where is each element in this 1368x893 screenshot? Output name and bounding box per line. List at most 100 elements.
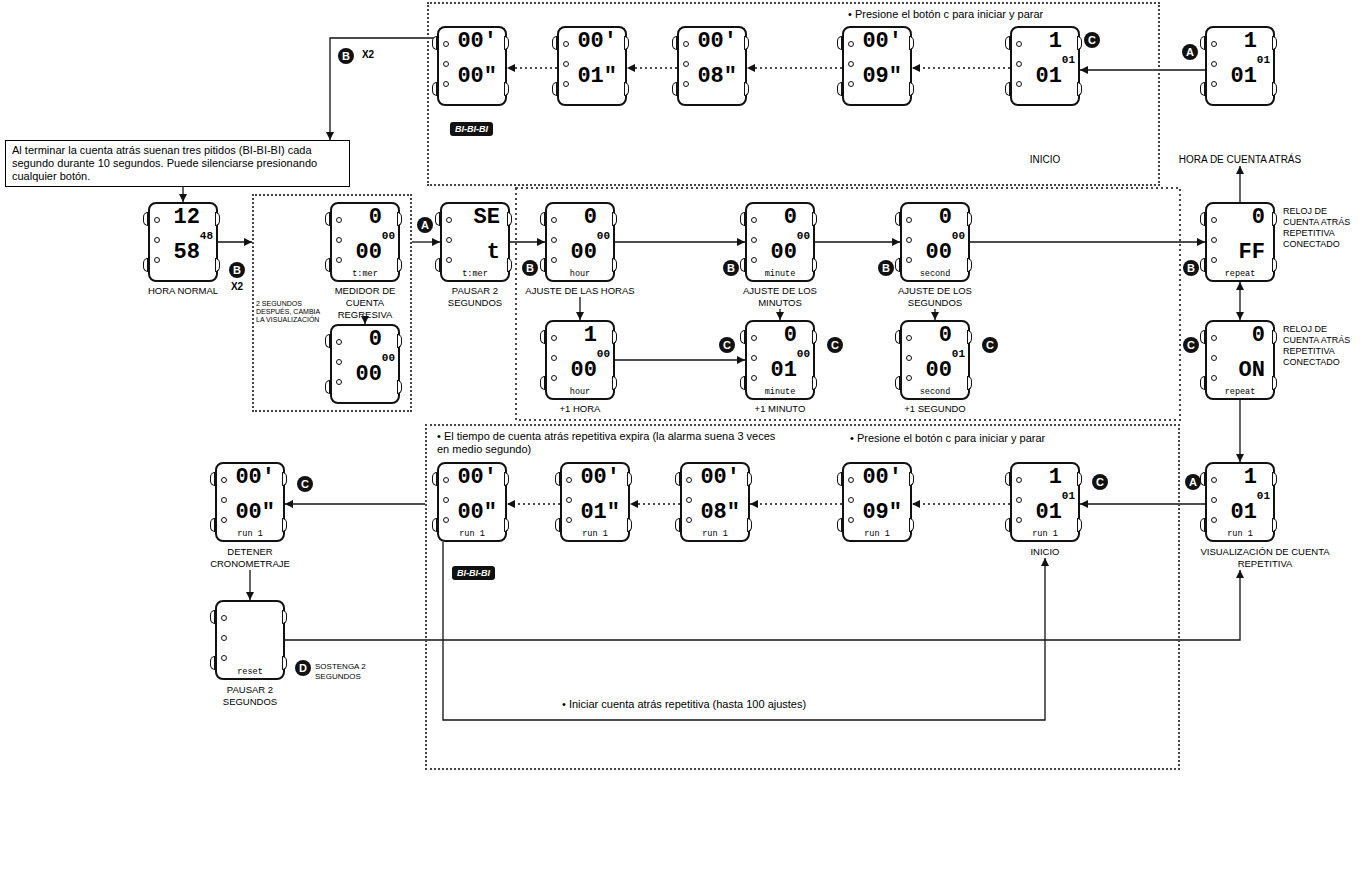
mode-icon	[337, 380, 342, 385]
mode-icon	[1017, 62, 1022, 67]
lcd-digits: 01″	[580, 501, 620, 525]
mode-icon	[564, 82, 569, 87]
lcd-digits: 1	[1049, 30, 1062, 54]
screen-caption: INICIO	[1000, 154, 1090, 166]
note-label: SOSTENGA 2 SEGUNDOS	[315, 662, 395, 682]
screen-caption: AJUSTE DE LAS HORAS	[520, 285, 640, 297]
watch-screen: 00′00″run 1	[437, 462, 507, 542]
mode-icons	[151, 214, 163, 270]
lcd-digits: 1	[1244, 30, 1257, 54]
strap-lug	[1200, 212, 1205, 226]
mode-icon	[907, 238, 912, 243]
mode-icon	[752, 238, 757, 243]
mode-icon	[337, 218, 342, 223]
strap-lug	[282, 472, 287, 486]
mode-icons	[333, 336, 345, 392]
lcd-digits: 00′	[580, 466, 620, 490]
mode-icons	[548, 214, 560, 270]
strap-lug	[540, 330, 545, 344]
strap-lug	[397, 212, 402, 226]
settings-region	[516, 188, 1180, 420]
lcd-digits: 01	[771, 359, 797, 383]
mode-icon	[337, 258, 342, 263]
mode-icons	[1013, 474, 1025, 530]
watch-screen: 10101run 1INICIO	[1010, 462, 1080, 558]
mode-icon	[907, 258, 912, 263]
lcd-digits: 00	[926, 241, 952, 265]
lcd-screen: 00000hour	[545, 202, 615, 282]
button-marker: D	[295, 660, 311, 676]
button-marker: A	[1185, 474, 1201, 490]
screen-caption: DETENER CRONOMETRAJE	[200, 546, 300, 570]
watch-screen: 00001minute+1 MINUTO	[745, 320, 815, 415]
strap-lug	[210, 472, 215, 486]
lcd-screen: 00′01″	[557, 26, 627, 106]
screen-caption: MEDIDOR DE CUENTA REGRESIVA	[325, 285, 405, 321]
strap-lug	[555, 518, 560, 532]
strap-lug	[837, 36, 842, 50]
strap-lug	[612, 376, 617, 390]
lcd-digits: 58	[174, 241, 200, 265]
button-marker: B	[522, 260, 538, 276]
button-marker: C	[1092, 474, 1108, 490]
strap-lug	[740, 376, 745, 390]
mode-icons	[1208, 214, 1220, 270]
mode-icons	[748, 332, 760, 388]
lcd-digits: 00′	[577, 30, 617, 54]
strap-lug	[1272, 330, 1277, 344]
watch-screen: 00′00″run 1DETENER CRONOMETRAJE	[215, 462, 285, 570]
flow-arrow	[443, 542, 1045, 720]
watch-screen: 124858HORA NORMAL	[148, 202, 218, 297]
lcd-caption: run 1	[682, 529, 748, 539]
strap-lug	[909, 472, 914, 486]
strap-lug	[143, 258, 148, 272]
strap-lug	[1200, 36, 1205, 50]
mode-icons	[333, 214, 345, 270]
mode-icon	[552, 356, 557, 361]
lcd-caption: repeat	[1207, 387, 1273, 397]
lcd-digits: 00	[797, 348, 810, 360]
mode-icon	[552, 218, 557, 223]
lcd-digits: ON	[1239, 359, 1265, 383]
button-marker: B	[1183, 260, 1199, 276]
mode-icons	[903, 332, 915, 388]
strap-lug	[744, 82, 749, 96]
mode-icon	[1212, 356, 1217, 361]
strap-lug	[895, 376, 900, 390]
strap-lug	[552, 82, 557, 96]
lcd-screen: 10101	[1205, 26, 1275, 106]
lcd-caption: minute	[747, 269, 813, 279]
strap-lug	[215, 258, 220, 272]
mode-icons	[218, 474, 230, 530]
watch-screen: 00′09″	[842, 26, 912, 106]
mode-icon	[444, 498, 449, 503]
strap-lug	[555, 472, 560, 486]
mode-icon	[1212, 336, 1217, 341]
watch-screen: 10101INICIO	[1010, 26, 1080, 166]
strap-lug	[1005, 36, 1010, 50]
strap-lug	[397, 334, 402, 348]
strap-lug	[967, 330, 972, 344]
lcd-digits: 01	[1257, 490, 1270, 502]
mode-icon	[567, 518, 572, 523]
mode-icon	[849, 62, 854, 67]
flow-arrow	[912, 503, 1010, 504]
watch-screen: resetPAUSAR 2 SEGUNDOS	[215, 600, 285, 708]
watch-screen: 00000hourAJUSTE DE LAS HORAS	[545, 202, 615, 297]
flow-arrow	[249, 570, 250, 600]
screen-caption: PAUSAR 2 SEGUNDOS	[200, 684, 300, 708]
lcd-digits: 09″	[862, 501, 902, 525]
mode-icon	[1017, 518, 1022, 523]
strap-lug	[210, 656, 215, 670]
mode-icons	[443, 214, 455, 270]
strap-lug	[325, 212, 330, 226]
strap-lug	[1272, 82, 1277, 96]
lcd-screen: SEtt:mer	[440, 202, 510, 282]
button-marker: A	[417, 217, 433, 233]
mode-icon	[1212, 518, 1217, 523]
watch-screen: 00000t:merMEDIDOR DE CUENTA REGRESIVA	[330, 202, 400, 321]
strap-lug	[1272, 212, 1277, 226]
lcd-digits: 00″	[457, 501, 497, 525]
lcd-digits: 00′	[862, 30, 902, 54]
